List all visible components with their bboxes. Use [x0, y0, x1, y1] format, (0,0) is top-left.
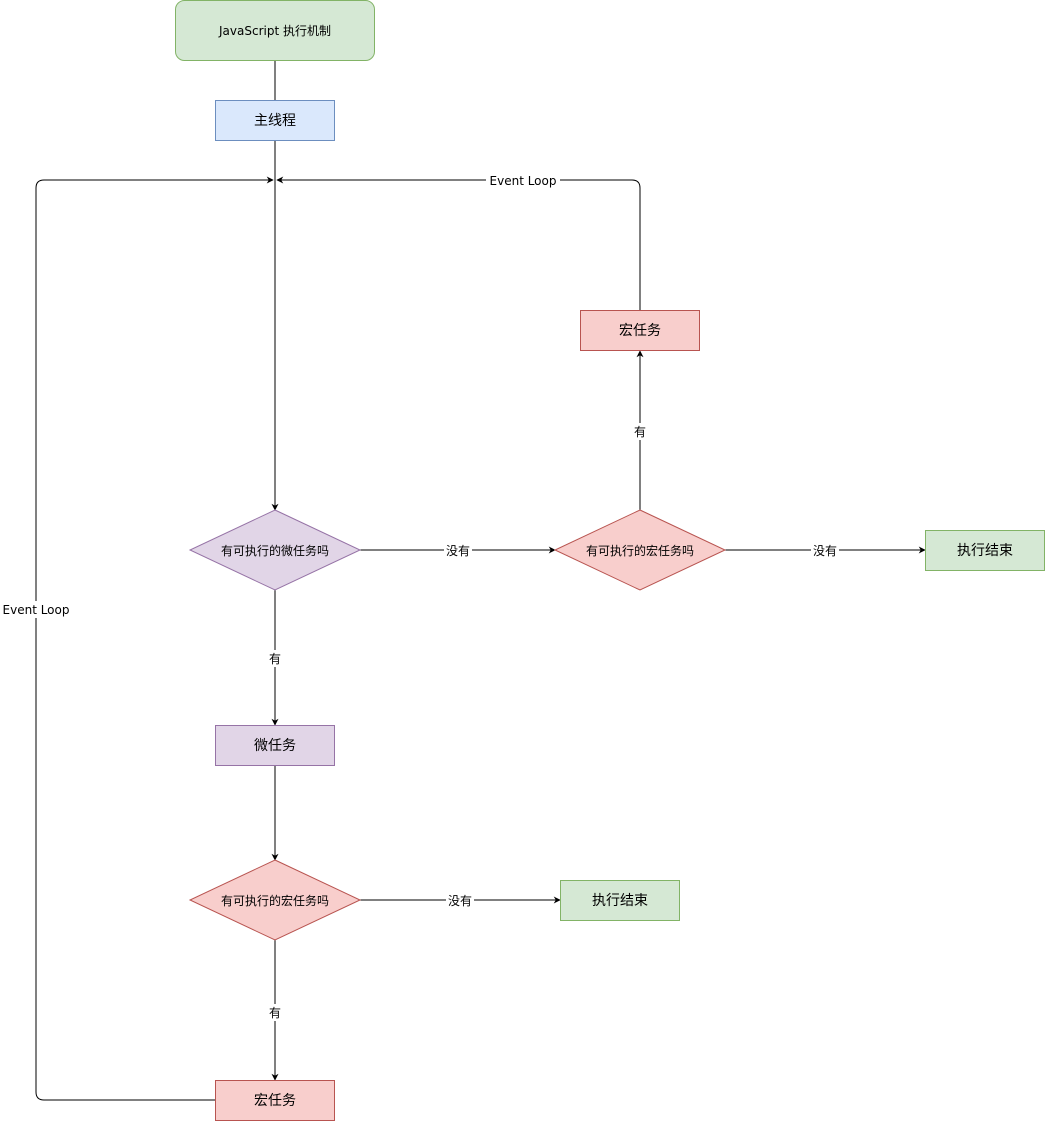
macro-decision-bottom-node: 有可执行的宏任务吗 — [188, 859, 362, 941]
edge-label-macro-bottom-no: 没有 — [448, 893, 472, 908]
main-thread-node-label: 主线程 — [254, 113, 296, 129]
edge-label-event-loop-top: Event Loop — [490, 174, 557, 188]
edge-macro-task-bottom-loop-back — [35, 176, 274, 1101]
edge-label-macro-right-yes: 有 — [634, 425, 646, 439]
micro-task-node: 微任务 — [215, 725, 335, 766]
macro-decision-right-node-label: 有可执行的宏任务吗 — [586, 543, 694, 558]
macro-decision-right-node: 有可执行的宏任务吗 — [553, 509, 727, 591]
end-middle-node: 执行结束 — [560, 880, 680, 921]
macro-task-bottom-node: 宏任务 — [215, 1080, 335, 1121]
micro-decision-node: 有可执行的微任务吗 — [188, 509, 362, 591]
end-right-node-label: 执行结束 — [957, 543, 1013, 559]
macro-task-top-node: 宏任务 — [580, 310, 700, 351]
edge-label-macro-right-no: 没有 — [813, 543, 837, 558]
micro-task-node-label: 微任务 — [254, 738, 296, 754]
edge-labels: Event Loop Event Loop 没有 没有 有 有 没有 有 — [0, 172, 839, 1021]
edge-label-macro-bottom-yes: 有 — [269, 1006, 281, 1020]
macro-task-bottom-node-label: 宏任务 — [254, 1093, 296, 1109]
macro-task-top-node-label: 宏任务 — [619, 323, 661, 339]
edge-label-micro-yes: 有 — [269, 652, 281, 666]
main-thread-node: 主线程 — [215, 100, 335, 141]
edge-macro-task-top-loop-back — [276, 176, 641, 310]
end-middle-node-label: 执行结束 — [592, 893, 648, 909]
start-node: JavaScript 执行机制 — [175, 0, 375, 61]
micro-decision-node-label: 有可执行的微任务吗 — [221, 543, 329, 558]
edge-label-micro-no: 没有 — [446, 543, 470, 558]
nodes: JavaScript 执行机制 主线程 宏任务 有可执行的微任务吗 有可执行的宏… — [175, 0, 1045, 1121]
edges — [35, 60, 926, 1101]
start-node-label: JavaScript 执行机制 — [218, 24, 331, 38]
macro-decision-bottom-node-label: 有可执行的宏任务吗 — [221, 893, 329, 908]
end-right-node: 执行结束 — [925, 530, 1045, 571]
edge-label-event-loop-left: Event Loop — [3, 603, 70, 617]
